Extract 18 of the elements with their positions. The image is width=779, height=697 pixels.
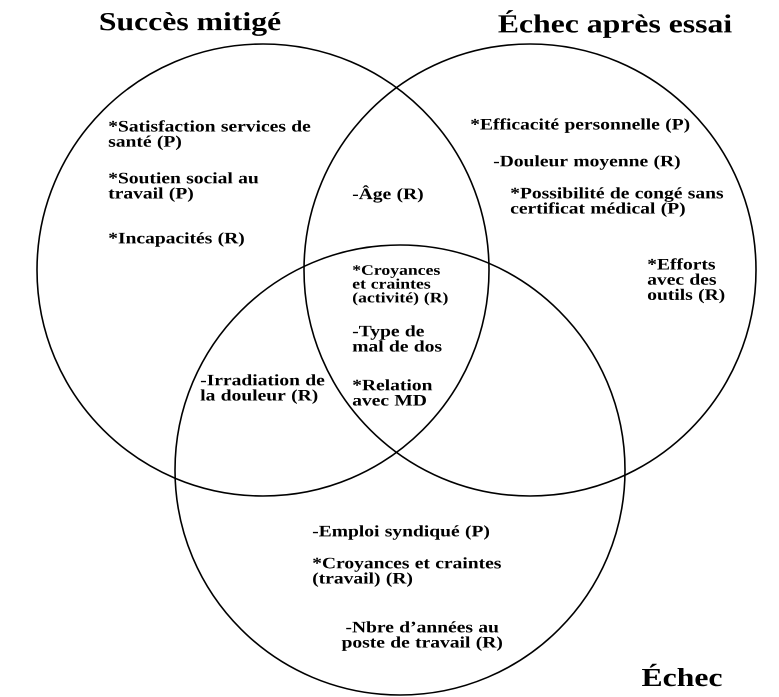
- item-label: -Type de mal de dos: [352, 325, 442, 352]
- item-label: -Âge (R): [352, 185, 423, 203]
- item-label: *Possibilité de congé sans certificat médical (P): [510, 187, 724, 217]
- item-label: *Efficacité personnelle (P): [471, 118, 690, 133]
- item-label: *Satisfaction services de santé (P): [108, 120, 310, 150]
- item-label: -Douleur moyenne (R): [494, 155, 680, 170]
- node-label: Échec: [642, 664, 722, 686]
- item-label: *Croyances et craintes (activité) (R): [352, 265, 448, 306]
- item-label: *Incapacités (R): [109, 232, 244, 247]
- item-label: -Irradiation de la douleur (R): [200, 374, 324, 404]
- item-label: *Soutien social au travail (P): [108, 172, 258, 202]
- node-label: Échec après essai: [498, 10, 732, 38]
- item-label: -Emploi syndiqué (P): [312, 525, 490, 540]
- item-label: -Nbre d’années au poste de travail (R): [342, 621, 502, 651]
- node-label: Succès mitigé: [100, 12, 280, 36]
- item-label: *Croyances et craintes (travail) (R): [313, 557, 501, 587]
- item-label: *Efforts avec des outils (R): [648, 258, 724, 304]
- item-label: *Relation avec MD: [352, 379, 432, 406]
